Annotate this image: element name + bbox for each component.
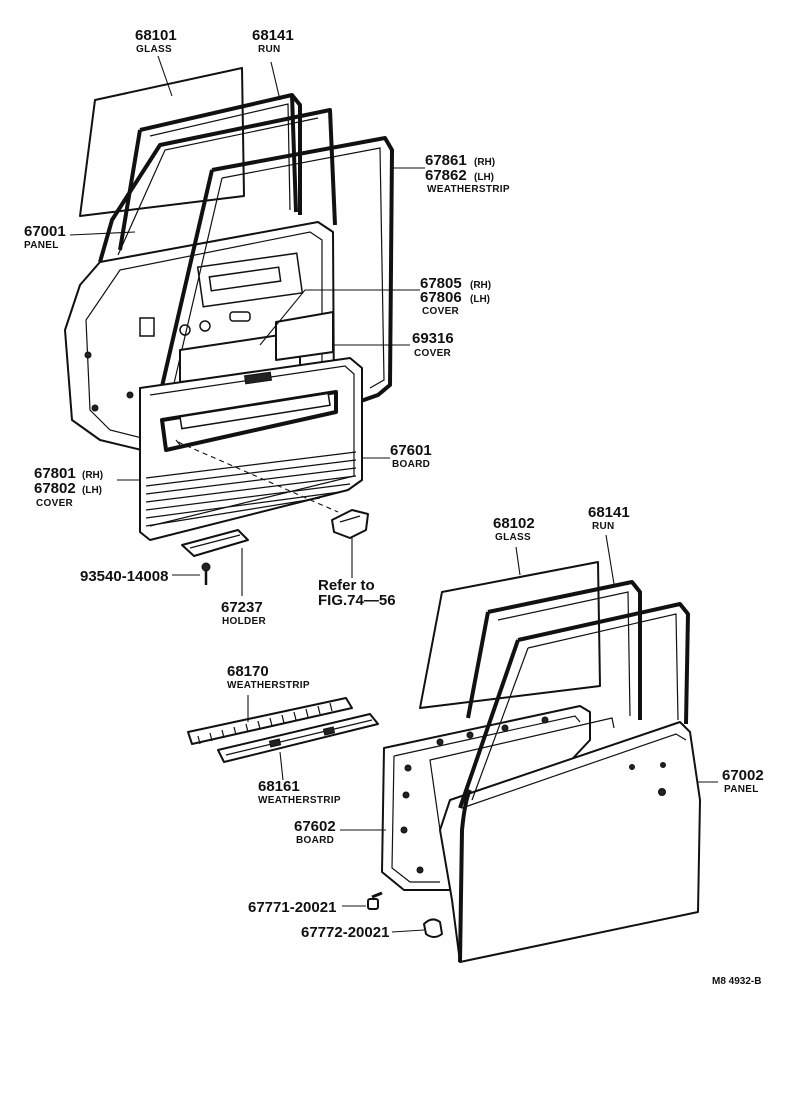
svg-text:67237: 67237 — [221, 599, 263, 616]
svg-text:HOLDER: HOLDER — [222, 616, 266, 627]
svg-text:(RH): (RH) — [470, 280, 491, 291]
label-69316: 69316 COVER — [412, 330, 454, 359]
label-67602: 67602 BOARD — [294, 818, 336, 846]
svg-text:67771-20021: 67771-20021 — [248, 899, 336, 916]
weatherstrip-68170-drawing — [187, 697, 353, 745]
label-67601: 67601 BOARD — [390, 442, 432, 470]
svg-text:93540-14008: 93540-14008 — [80, 568, 168, 585]
svg-text:68101: 68101 — [135, 27, 177, 44]
svg-text:COVER: COVER — [36, 498, 74, 509]
label-68170: 68170 WEATHERSTRIP — [227, 663, 310, 691]
svg-text:68102: 68102 — [493, 515, 535, 532]
label-refer-fig: Refer to FIG.74—56 — [318, 577, 396, 609]
svg-text:RUN: RUN — [258, 44, 281, 55]
screw-93540-drawing — [201, 562, 211, 585]
label-68101: 68101 GLASS — [135, 27, 177, 55]
label-67237: 67237 HOLDER — [221, 599, 266, 627]
svg-text:67802: 67802 — [34, 480, 76, 497]
label-67771: 67771-20021 — [248, 899, 336, 916]
svg-text:RUN: RUN — [592, 521, 615, 532]
glass-68102-drawing — [419, 561, 601, 709]
svg-text:67861: 67861 — [425, 152, 467, 169]
svg-text:(LH): (LH) — [82, 485, 102, 496]
weatherstrip-6786x-drawing — [158, 136, 394, 404]
svg-text:BOARD: BOARD — [392, 459, 430, 470]
svg-text:GLASS: GLASS — [495, 532, 531, 543]
label-93540: 93540-14008 — [80, 568, 168, 585]
svg-text:PANEL: PANEL — [724, 784, 759, 795]
svg-text:PANEL: PANEL — [24, 240, 59, 251]
svg-text:67806: 67806 — [420, 289, 462, 306]
svg-text:67862: 67862 — [425, 167, 467, 184]
svg-text:Refer to: Refer to — [318, 577, 375, 594]
cover-69316-drawing — [275, 311, 334, 361]
svg-text:(LH): (LH) — [474, 172, 494, 183]
figure-code: M8 4932-B — [712, 976, 761, 987]
svg-text:68161: 68161 — [258, 778, 300, 795]
leader-lines — [69, 55, 718, 933]
label-68161: 68161 WEATHERSTRIP — [258, 778, 341, 806]
svg-text:(RH): (RH) — [474, 157, 495, 168]
svg-text:69316: 69316 — [412, 330, 454, 347]
svg-text:67601: 67601 — [390, 442, 432, 459]
svg-text:67805: 67805 — [420, 275, 462, 292]
svg-text:67001: 67001 — [24, 223, 66, 240]
clip-67771-drawing — [367, 891, 383, 910]
svg-text:67772-20021: 67772-20021 — [301, 924, 389, 941]
weatherstrip-68161-drawing — [217, 713, 379, 763]
svg-text:67602: 67602 — [294, 818, 336, 835]
svg-text:(LH): (LH) — [470, 294, 490, 305]
svg-text:WEATHERSTRIP: WEATHERSTRIP — [258, 795, 341, 806]
holder-67237-drawing — [181, 529, 249, 557]
glass-68101-drawing — [79, 67, 245, 217]
label-6786x: 67861 (RH) 67862 (LH) WEATHERSTRIP — [425, 152, 510, 195]
svg-text:WEATHERSTRIP: WEATHERSTRIP — [427, 184, 510, 195]
label-67001: 67001 PANEL — [24, 223, 66, 251]
svg-text:68141: 68141 — [588, 504, 630, 521]
clip-67772-drawing — [423, 918, 443, 938]
run-68141-lower-drawing — [466, 580, 642, 720]
label-67772: 67772-20021 — [301, 924, 389, 941]
svg-text:COVER: COVER — [414, 348, 452, 359]
svg-text:BOARD: BOARD — [296, 835, 334, 846]
svg-text:68141: 68141 — [252, 27, 294, 44]
label-67002: 67002 PANEL — [722, 767, 764, 795]
svg-text:67002: 67002 — [722, 767, 764, 784]
panel-67002-drawing — [439, 721, 701, 963]
svg-text:COVER: COVER — [422, 306, 460, 317]
handle-escutcheon-drawing — [331, 509, 369, 539]
svg-text:FIG.74—56: FIG.74—56 — [318, 592, 396, 609]
svg-text:67801: 67801 — [34, 465, 76, 482]
label-68102: 68102 GLASS — [493, 515, 535, 543]
label-6780x: 67805 (RH) 67806 (LH) COVER — [420, 275, 491, 317]
svg-text:GLASS: GLASS — [136, 44, 172, 55]
svg-text:(RH): (RH) — [82, 470, 103, 481]
svg-text:68170: 68170 — [227, 663, 269, 680]
label-6780y: 67801 (RH) 67802 (LH) COVER — [34, 465, 103, 509]
label-68141-upper: 68141 RUN — [252, 27, 294, 55]
label-68141-lower: 68141 RUN — [588, 504, 630, 532]
svg-text:WEATHERSTRIP: WEATHERSTRIP — [227, 680, 310, 691]
